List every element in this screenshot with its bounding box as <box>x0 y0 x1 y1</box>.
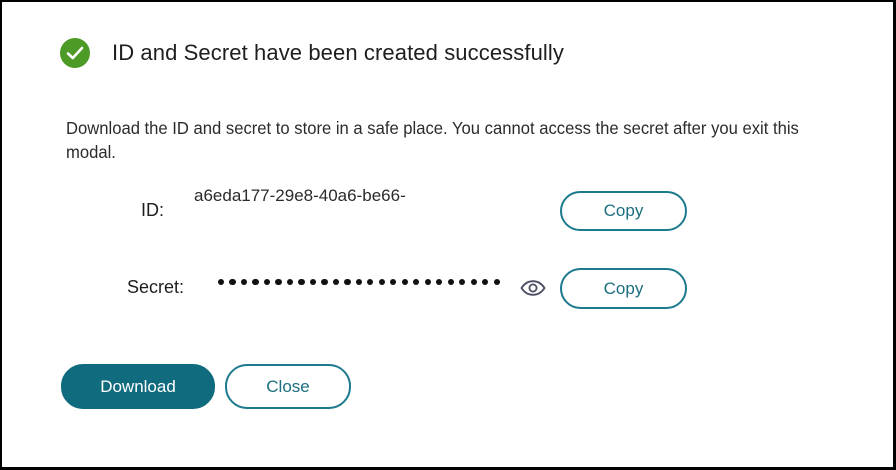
modal-title: ID and Secret have been created successf… <box>112 40 564 65</box>
secret-dot <box>309 279 317 286</box>
secret-dot <box>275 279 282 286</box>
secret-dot <box>240 279 248 286</box>
secret-dot <box>470 279 477 286</box>
id-value: a6eda177-29e8-40a6-be66- <box>194 186 406 205</box>
modal-header: ID and Secret have been created successf… <box>60 38 564 68</box>
secret-dot <box>482 279 489 286</box>
check-circle-icon <box>60 38 90 68</box>
secret-dot <box>378 279 385 286</box>
secret-dot <box>355 279 362 286</box>
secret-dot <box>321 279 328 286</box>
secret-dot <box>344 279 351 286</box>
id-label: ID: <box>141 200 165 220</box>
secret-dot <box>332 279 340 286</box>
secret-label: Secret: <box>127 277 185 297</box>
secret-dot <box>493 279 500 286</box>
eye-icon[interactable] <box>520 280 546 301</box>
secret-dot <box>390 279 397 286</box>
secret-dot <box>263 279 271 286</box>
secret-dot <box>367 279 374 286</box>
secret-dot <box>218 279 225 286</box>
secret-dot <box>401 279 408 286</box>
modal-description: Download the ID and secret to store in a… <box>66 118 799 162</box>
secret-dot <box>459 279 466 286</box>
secret-dot <box>413 279 420 286</box>
secret-dot <box>229 279 236 286</box>
secret-dot <box>298 279 305 286</box>
copy-secret-button[interactable]: Copy <box>560 268 687 309</box>
secret-dot <box>424 279 431 286</box>
secret-dot <box>252 279 259 286</box>
secret-dot <box>436 279 443 286</box>
close-button[interactable]: Close <box>225 364 351 409</box>
secret-dot <box>447 279 454 286</box>
secret-masked-value <box>218 279 500 286</box>
secret-dot <box>286 279 294 286</box>
copy-id-button[interactable]: Copy <box>560 191 687 231</box>
download-button[interactable]: Download <box>61 364 215 409</box>
